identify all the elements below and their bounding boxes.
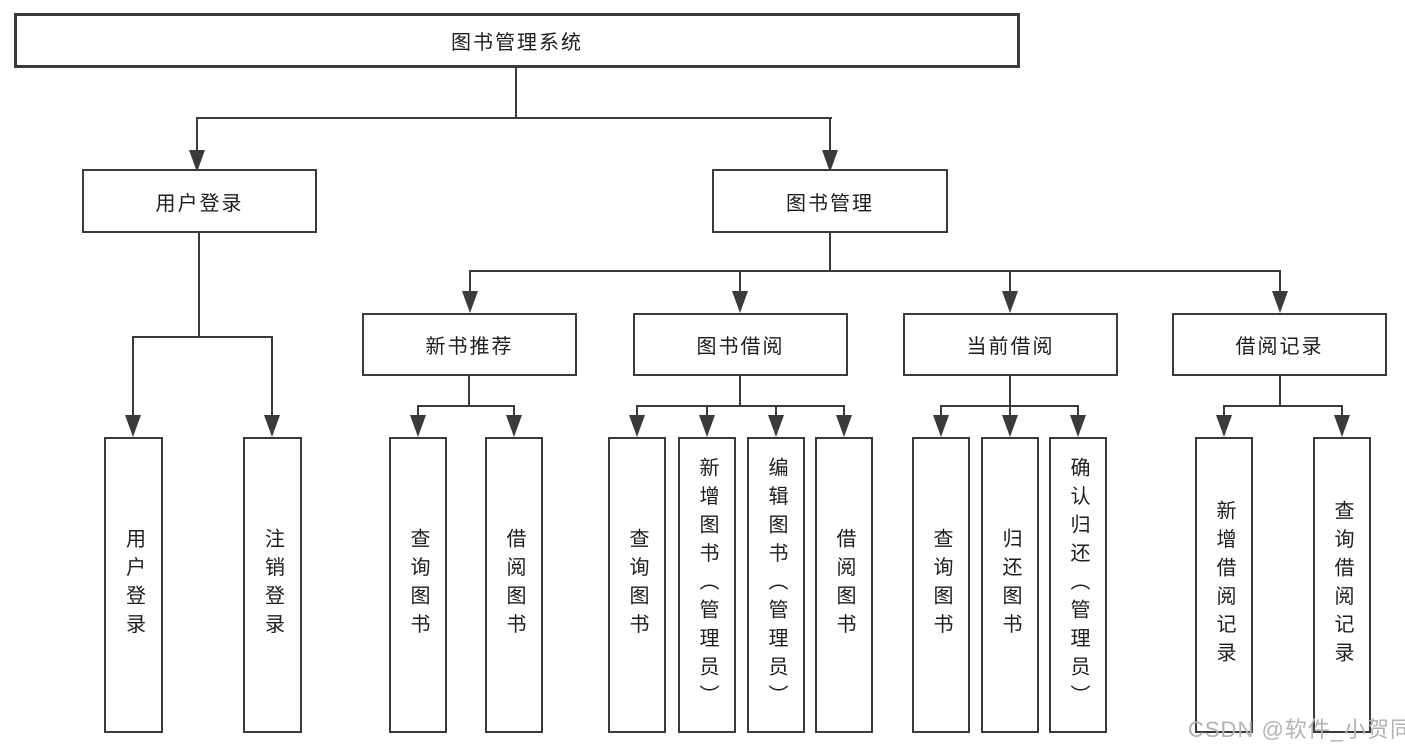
node-new-book-recommend-label: 新书推荐 [425,336,514,358]
arrow-down-icon [1002,415,1018,437]
node-book-borrowing: 图书借阅 [633,313,848,376]
node-leaf-query-books-borrowing-label: 查询图书 [626,528,648,642]
node-borrow-records-label: 借阅记录 [1235,336,1324,358]
arrow-down-icon [125,415,141,437]
node-leaf-add-borrow-record-label: 新增借阅记录 [1213,499,1235,671]
node-user-login-branch: 用户登录 [82,169,317,233]
connector-root-stem [515,68,517,118]
connector-root-drop-right [829,117,831,153]
node-book-management: 图书管理 [712,169,948,233]
connector-user-bar [132,336,273,338]
node-leaf-query-borrow-record-label: 查询借阅记录 [1331,499,1353,671]
node-root-label: 图书管理系统 [451,32,583,54]
node-leaf-user-login: 用户登录 [104,437,163,733]
connector-group4-drop-1 [1223,405,1225,417]
connector-user-drop-right [271,336,273,416]
arrow-down-icon [264,415,280,437]
node-leaf-query-books-current-label: 查询图书 [930,528,952,642]
connector-root-bar [196,117,832,119]
arrow-down-icon [629,415,645,437]
connector-group3-drop-1 [940,405,942,417]
arrow-down-icon [768,415,784,437]
node-current-borrowing-label: 当前借阅 [966,336,1055,358]
arrow-down-icon [506,415,522,437]
arrow-down-icon [933,415,949,437]
node-leaf-borrow-books: 借阅图书 [815,437,873,733]
connector-user-drop-left [132,336,134,416]
connector-mgmt-drop-1 [469,270,471,293]
node-new-book-recommend: 新书推荐 [362,313,577,376]
node-leaf-logout-label: 注销登录 [261,528,284,642]
node-borrow-records: 借阅记录 [1172,313,1387,376]
connector-group4-drop-2 [1341,405,1343,417]
arrow-down-icon [1272,291,1288,313]
node-leaf-confirm-return-admin: 确认归还（管理员） [1049,437,1107,733]
connector-group1-drop-1 [417,405,419,417]
node-leaf-add-borrow-record: 新增借阅记录 [1195,437,1253,733]
connector-mgmt-drop-2 [739,270,741,293]
connector-group2-drop-4 [843,405,845,417]
node-leaf-query-books-recommend: 查询图书 [389,437,447,733]
node-leaf-query-books-borrowing: 查询图书 [608,437,666,733]
arrow-down-icon [1334,415,1350,437]
csdn-watermark: CSDN @软件_小贺同学 [1188,717,1405,742]
node-leaf-user-login-label: 用户登录 [122,528,145,642]
node-leaf-edit-books-admin-label: 编辑图书（管理员） [765,457,787,713]
connector-mgmt-drop-3 [1009,270,1011,293]
node-leaf-query-borrow-record: 查询借阅记录 [1313,437,1371,733]
connector-user-stem [198,233,200,337]
node-user-login-branch-label: 用户登录 [155,192,244,215]
connector-group4-bar [1223,405,1343,407]
connector-group2-stem [739,376,741,406]
arrow-down-icon [1002,291,1018,313]
node-leaf-borrow-books-recommend-label: 借阅图书 [503,528,525,642]
connector-mgmt-drop-4 [1279,270,1281,293]
node-leaf-add-books-admin: 新增图书（管理员） [678,437,736,733]
node-leaf-borrow-books-label: 借阅图书 [833,528,855,642]
node-book-borrowing-label: 图书借阅 [696,336,785,358]
arrow-down-icon [1216,415,1232,437]
node-leaf-query-books-current: 查询图书 [912,437,970,733]
connector-group3-drop-2 [1009,405,1011,417]
node-leaf-return-books: 归还图书 [981,437,1039,733]
arrow-down-icon [836,415,852,437]
connector-group3-stem [1009,376,1011,406]
connector-group2-drop-2 [706,405,708,417]
connector-group2-drop-3 [775,405,777,417]
connector-mgmt-bar [469,270,1281,272]
arrow-down-icon [410,415,426,437]
arrow-down-icon [189,150,205,172]
node-current-borrowing: 当前借阅 [903,313,1118,376]
node-leaf-confirm-return-admin-label: 确认归还（管理员） [1067,457,1089,713]
node-root: 图书管理系统 [14,13,1020,68]
arrow-down-icon [1070,415,1086,437]
connector-group4-stem [1279,376,1281,406]
connector-group1-stem [468,376,470,406]
node-leaf-edit-books-admin: 编辑图书（管理员） [747,437,805,733]
node-leaf-logout: 注销登录 [243,437,302,733]
arrow-down-icon [732,291,748,313]
connector-group2-bar [636,405,845,407]
node-book-management-label: 图书管理 [786,192,874,215]
arrow-down-icon [822,150,838,172]
node-leaf-return-books-label: 归还图书 [999,528,1021,642]
node-leaf-borrow-books-recommend: 借阅图书 [485,437,543,733]
connector-group2-drop-1 [636,405,638,417]
connector-mgmt-stem [829,233,831,271]
connector-group1-bar [417,405,515,407]
node-leaf-query-books-recommend-label: 查询图书 [407,528,429,642]
connector-group3-drop-3 [1077,405,1079,417]
arrow-down-icon [699,415,715,437]
arrow-down-icon [462,291,478,313]
connector-root-drop-left [196,117,198,153]
node-leaf-add-books-admin-label: 新增图书（管理员） [696,457,718,713]
connector-group1-drop-2 [513,405,515,417]
